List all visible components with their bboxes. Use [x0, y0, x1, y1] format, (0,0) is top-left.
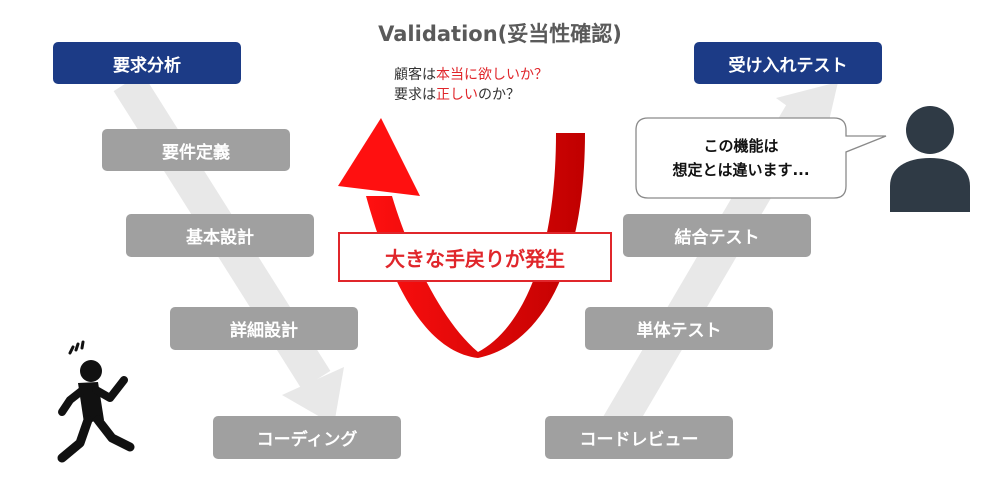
user-icon — [890, 106, 970, 212]
subtitle-line-2: 要求は正しいのか？ — [394, 84, 520, 104]
u-turn-arrow-icon — [338, 118, 585, 358]
requirements-analysis-box: 要求分析 — [53, 42, 241, 84]
subtitle-suffix-2: のか？ — [478, 87, 520, 103]
speech-line-2: 想定とは違います... — [672, 161, 810, 179]
coding-box: コーディング — [213, 416, 401, 459]
code-review-box: コードレビュー — [545, 416, 733, 459]
unit-test-box: 単体テスト — [585, 307, 773, 350]
integration-test-box: 結合テスト — [623, 214, 811, 257]
subtitle-highlight-1: 本当に欲しいか？ — [436, 67, 548, 83]
detailed-design-box: 詳細設計 — [170, 307, 358, 350]
basic-design-box: 基本設計 — [126, 214, 314, 257]
acceptance-test-box: 受け入れテスト — [694, 42, 882, 84]
running-person-icon — [57, 340, 135, 463]
rework-label: 大きな手戻りが発生 — [338, 232, 612, 282]
page-title: Validation(妥当性確認) — [378, 22, 622, 46]
subtitle-line-1: 顧客は本当に欲しいか？ — [394, 64, 548, 84]
speech-line-1: この機能は — [703, 137, 779, 155]
speech-bubble — [635, 117, 887, 199]
subtitle-highlight-2: 正しい — [436, 87, 478, 103]
requirements-definition-box: 要件定義 — [102, 129, 290, 171]
speech-bubble-text: この機能は 想定とは違います... — [637, 118, 845, 198]
subtitle-prefix-1: 顧客は — [394, 67, 436, 83]
subtitle-prefix-2: 要求は — [394, 87, 436, 103]
